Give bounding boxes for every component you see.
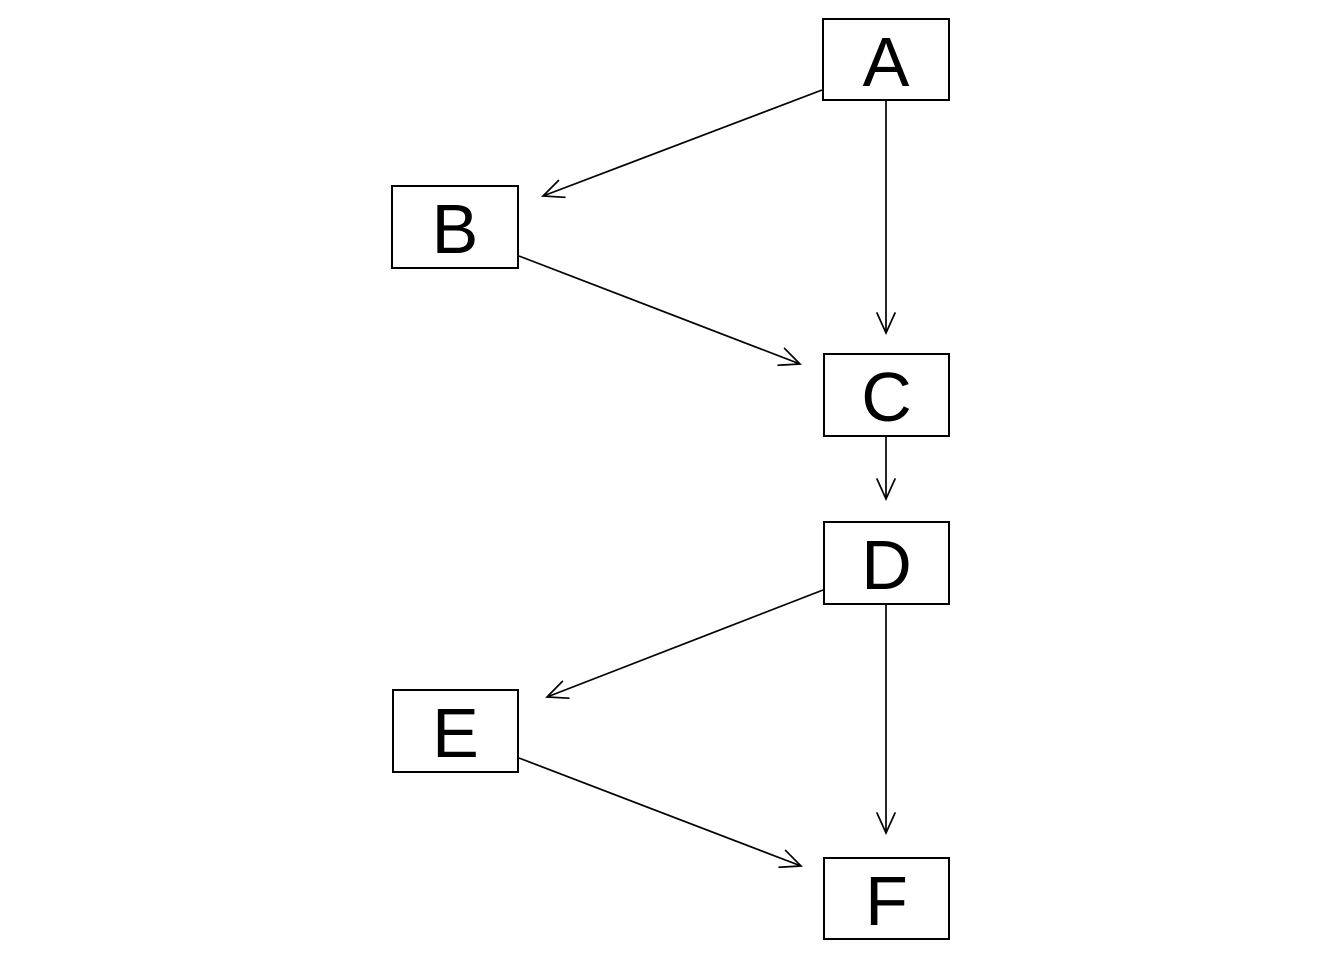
node-B: B: [391, 185, 519, 269]
node-D: D: [823, 521, 950, 605]
node-F: F: [823, 857, 950, 940]
edge-E-F: [518, 757, 801, 866]
edge-A-B: [543, 89, 823, 196]
node-C: C: [823, 353, 950, 437]
edge-D-E: [547, 589, 824, 697]
edge-B-C: [518, 255, 800, 364]
node-E: E: [392, 689, 519, 773]
node-A: A: [822, 18, 950, 101]
